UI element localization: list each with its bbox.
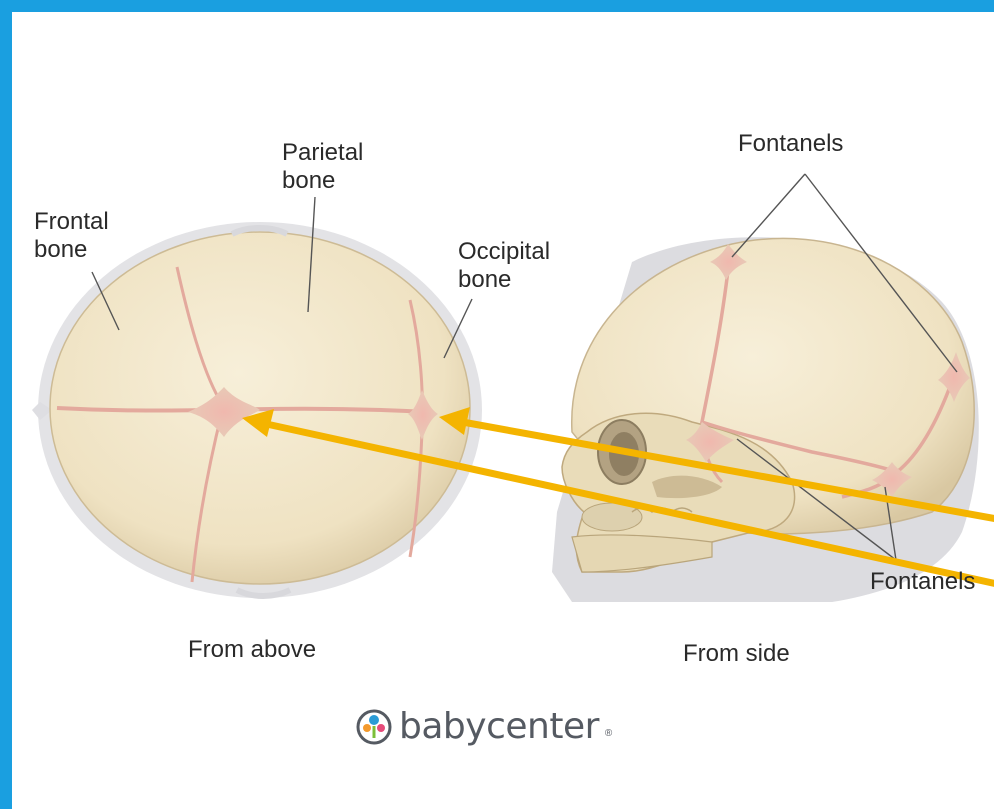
skull-diagram (12, 12, 994, 809)
babycenter-logo-text: babycenter (399, 706, 599, 747)
fontanels-bottom-label: Fontanels (870, 568, 975, 596)
skull-side-view (552, 237, 979, 602)
parietal-bone-label: Parietal bone (282, 139, 363, 195)
babycenter-logo: babycenter ® (355, 706, 612, 747)
skull-top-view (32, 222, 482, 598)
from-above-caption: From above (188, 636, 316, 664)
registered-mark: ® (605, 728, 612, 739)
frontal-bone-label: Frontal bone (34, 208, 109, 264)
diagram-frame: Parietal bone Frontal bone Occipital bon… (12, 12, 994, 809)
fontanels-top-label: Fontanels (738, 130, 843, 158)
from-side-caption: From side (683, 640, 790, 668)
babycenter-logo-icon (355, 708, 393, 746)
occipital-bone-label: Occipital bone (458, 238, 550, 294)
